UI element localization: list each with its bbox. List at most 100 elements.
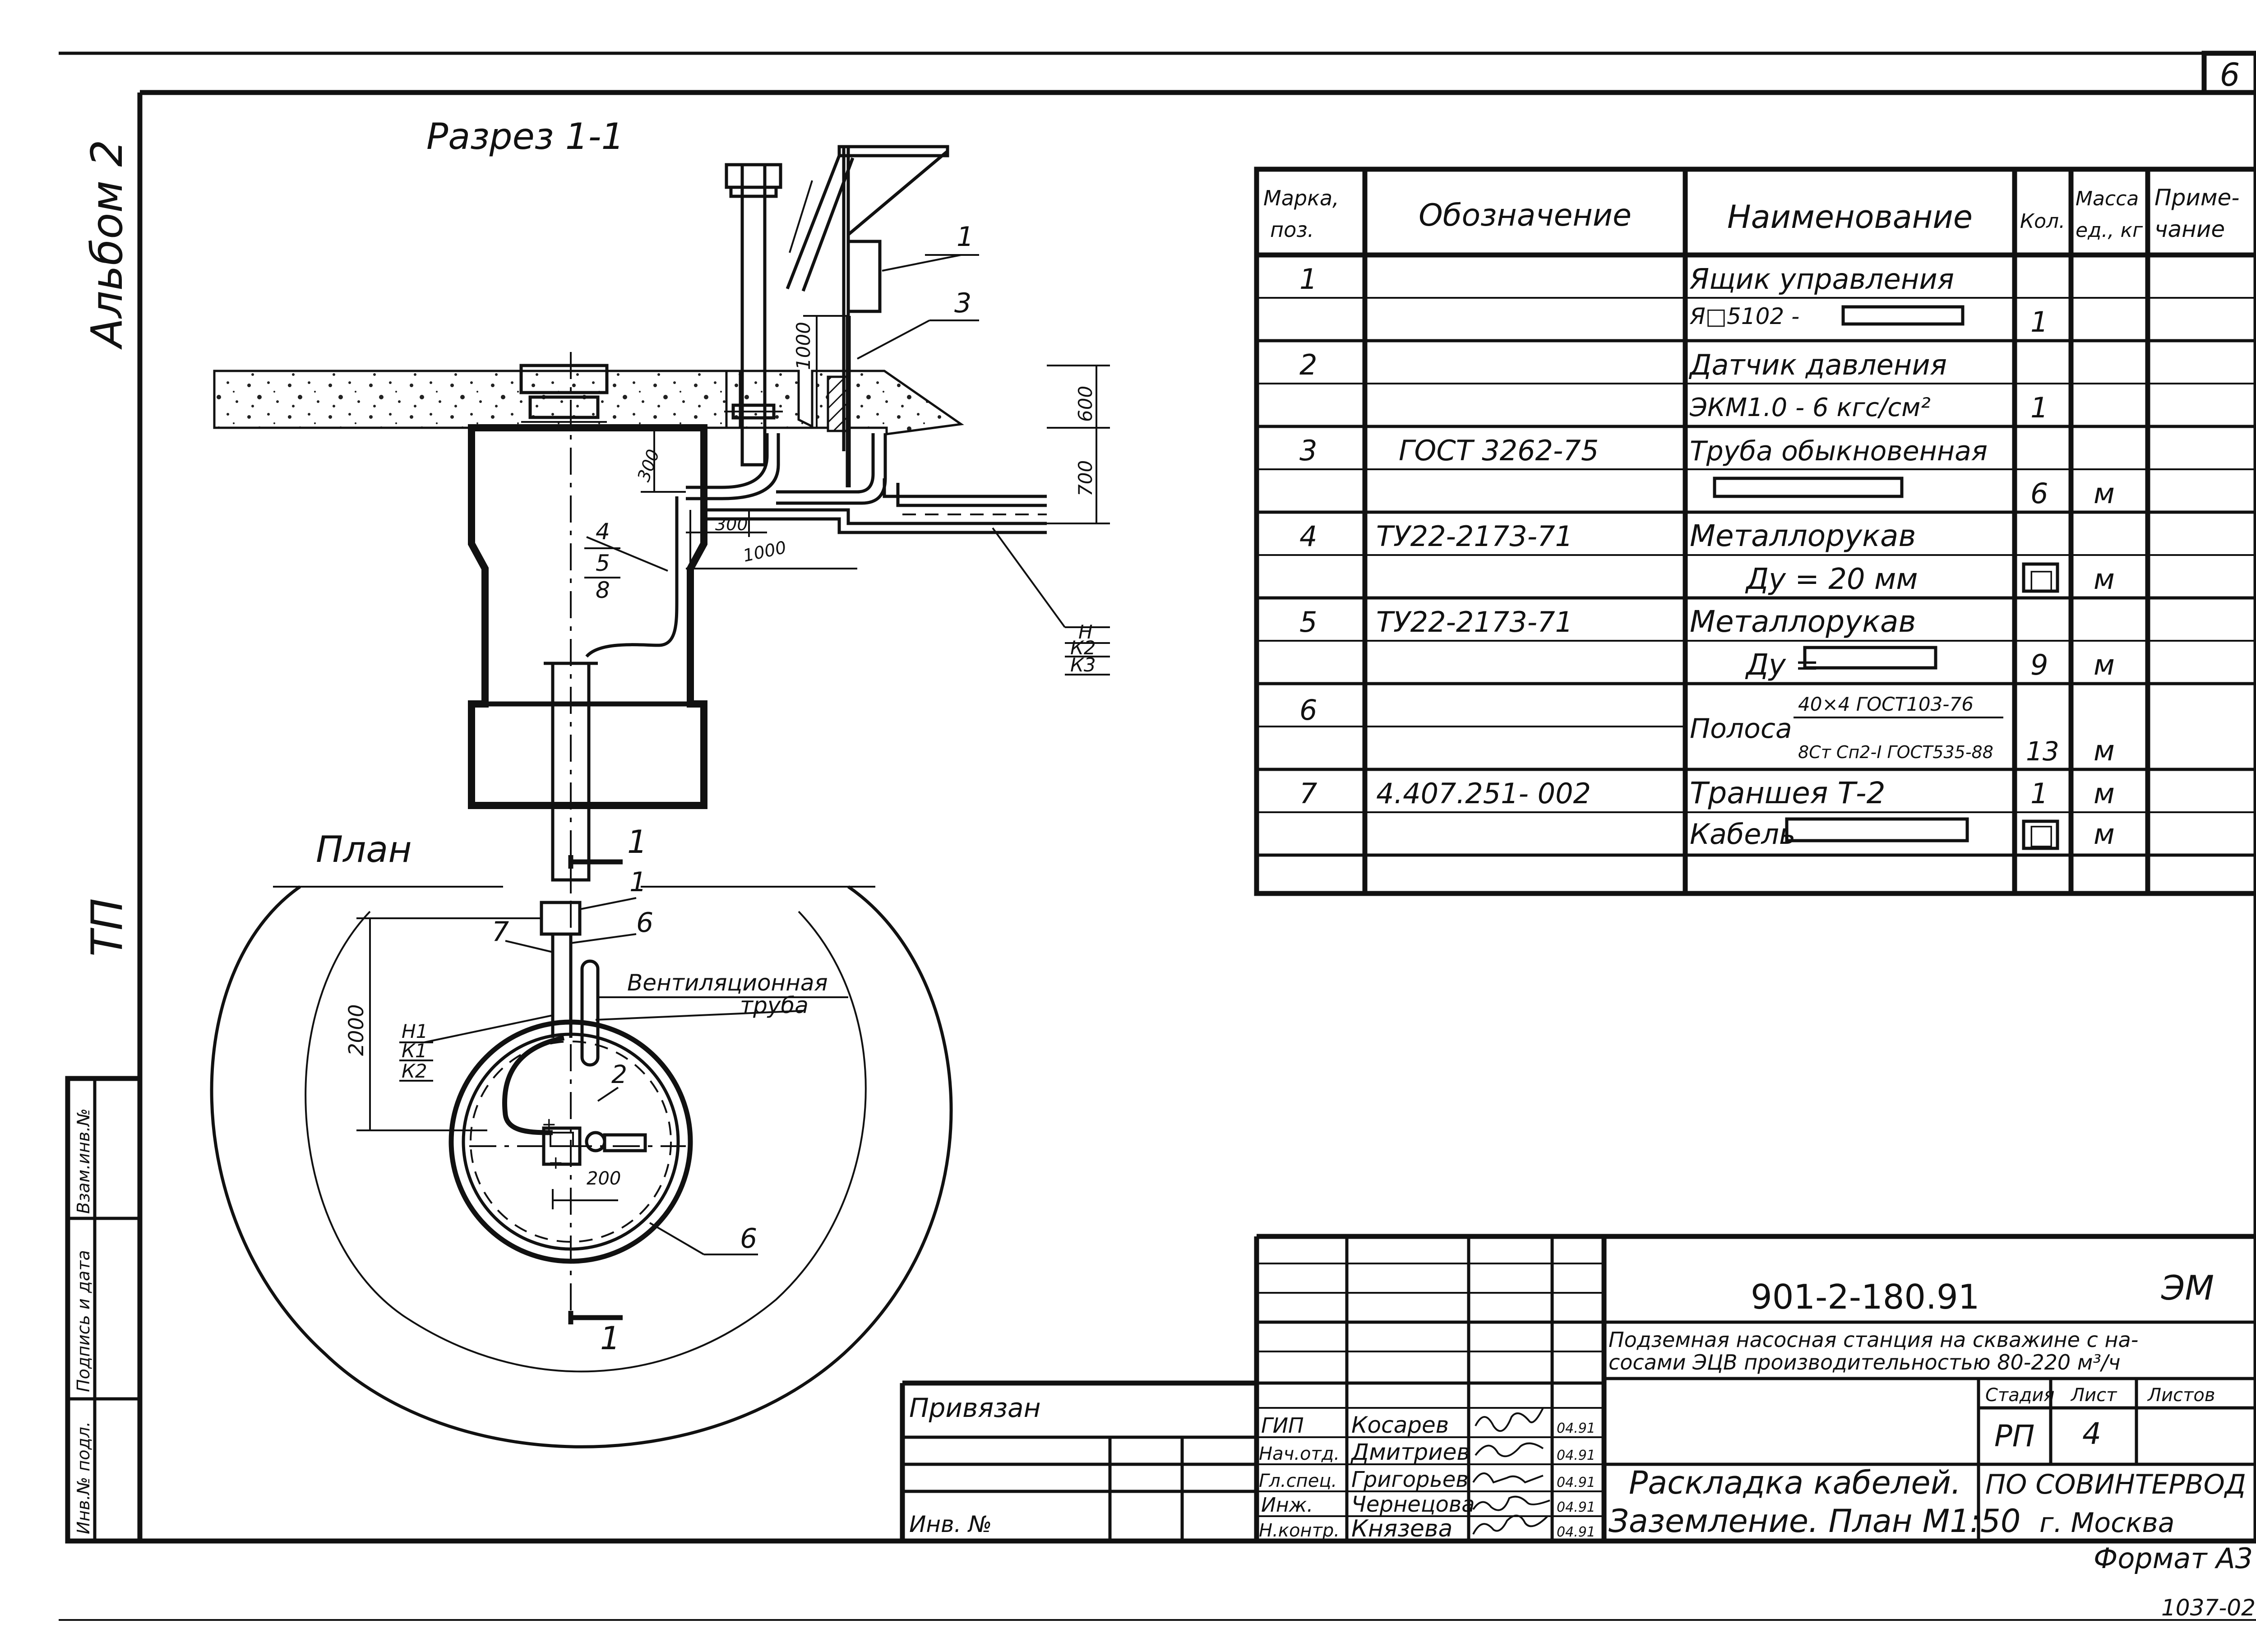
tb-person-name: Григорьев xyxy=(1351,1467,1469,1492)
format-label: Формат А3 xyxy=(2094,1542,2253,1575)
spec-row-mass: м xyxy=(2094,477,2115,510)
signature-scribble xyxy=(1475,1407,1544,1432)
spec-header-mass-1: Масса xyxy=(2076,187,2139,210)
tb-code: 901-2-180.91 xyxy=(1751,1277,1979,1317)
spec-row-mark: 5 xyxy=(1299,606,1317,639)
excavation-inner xyxy=(305,911,867,1373)
plan-pressure-sensor xyxy=(603,1133,647,1152)
spec-row-name-bottom: 8Ст Сп2-I ГОСТ535-88 xyxy=(1798,742,1993,762)
ground-strip-ring xyxy=(470,1041,672,1243)
plan-vent-pipe xyxy=(580,959,600,1067)
flex-cable xyxy=(585,496,679,658)
spec-header-designation: Обозначение xyxy=(1419,198,1632,233)
tb-inv-label: Инв. № xyxy=(909,1511,992,1537)
spec-row-name: Ду = xyxy=(1745,648,1819,682)
tb-person-role: Инж. xyxy=(1261,1494,1313,1517)
spec-row-mark: 6 xyxy=(1299,694,1317,727)
stamp-field-inv-podl: Инв.№ подл. xyxy=(74,1421,93,1534)
dim-1000-horizontal: 1000 xyxy=(741,537,788,566)
spec-row-mark: 7 xyxy=(1299,777,1317,810)
spec-row-name: Кабель xyxy=(1690,818,1796,851)
tb-sheet-header: Лист xyxy=(2070,1385,2117,1406)
plan-drawing xyxy=(210,853,953,1448)
spec-row-name: Металлорукав xyxy=(1690,518,1916,553)
signature-rows: ГИП Косарев 04.91 Нач.отд. Дмитриев 04.9… xyxy=(1259,1407,1595,1542)
section-cable-label-k3: К3 xyxy=(1070,654,1096,676)
tb-stage: РП xyxy=(1994,1419,2034,1453)
spec-row-qty: 9 xyxy=(2030,648,2048,681)
spec-row-mass: м xyxy=(2094,777,2115,810)
pos-fraction-top: 4 xyxy=(596,518,610,545)
tb-org-2: г. Москва xyxy=(2039,1507,2175,1539)
dim-300-vertical: 300 xyxy=(633,447,663,484)
tb-person-date: 04.91 xyxy=(1557,1421,1595,1436)
plan-cable xyxy=(502,1035,565,1135)
plan-cable-label-k2: К2 xyxy=(402,1060,427,1082)
spec-row-name: Металлорукав xyxy=(1690,604,1916,639)
spec-row-name: Ду = 20 мм xyxy=(1745,563,1918,596)
spec-row-qty: 1 xyxy=(2030,777,2048,810)
spec-row-name: Полоса xyxy=(1690,713,1792,745)
excavation-outer xyxy=(210,885,953,1448)
tb-project-line-2: сосами ЭЦВ производительностью 80-220 м³… xyxy=(1609,1350,2121,1374)
plan-cable-label-k1: К1 xyxy=(402,1040,427,1062)
control-box xyxy=(846,240,882,313)
plan-dim-200: 200 xyxy=(587,1168,621,1189)
spec-row-name-top: 40×4 ГОСТ103-76 xyxy=(1798,693,1974,715)
dim-300-horizontal: 300 xyxy=(715,514,748,534)
plan-callout-2: 2 xyxy=(611,1060,627,1089)
signature-scribble xyxy=(1472,1514,1549,1535)
vent-pipe-label-2: труба xyxy=(740,992,809,1018)
spec-row-name: ЭКМ1.0 - 6 кгс/см² xyxy=(1689,393,1931,422)
pos-fraction-mid: 5 xyxy=(596,550,610,576)
tb-sheet: 4 xyxy=(2082,1416,2101,1451)
tb-person-name: Косарев xyxy=(1351,1412,1449,1438)
spec-header-note-2: чание xyxy=(2154,216,2225,242)
tb-section-mark: ЭМ xyxy=(2161,1268,2214,1308)
spec-row-qty: □ xyxy=(2028,818,2055,851)
spec-row-qty: 6 xyxy=(2030,477,2048,510)
plan-callout-7: 7 xyxy=(492,916,509,948)
spec-row-mass: м xyxy=(2094,818,2115,851)
spec-rows: 1 Ящик управления Я□5102 - 1 2 Датчик да… xyxy=(1299,263,2115,851)
tb-person-role: Гл.спец. xyxy=(1259,1471,1337,1491)
tp-label: ТП xyxy=(83,898,132,957)
dim-600: 600 xyxy=(1074,386,1096,422)
tb-person-date: 04.91 xyxy=(1557,1524,1595,1540)
plan-cut-label-top: 1 xyxy=(627,824,647,861)
tb-person-role: Нач.отд. xyxy=(1259,1444,1340,1464)
signature-scribble xyxy=(1472,1495,1550,1511)
spec-row-name: Ящик управления xyxy=(1689,263,1954,296)
tb-person-date: 04.91 xyxy=(1557,1448,1595,1463)
spec-header-mass-2: ед., кг xyxy=(2076,219,2143,242)
plan-control-box xyxy=(540,901,582,936)
spec-table xyxy=(1254,167,2256,896)
stamp-field-sign-date: Подпись и дата xyxy=(74,1250,93,1392)
tb-bound-label: Привязан xyxy=(909,1393,1041,1423)
dim-1000-vertical: 1000 xyxy=(792,322,814,370)
sheet-frame xyxy=(59,51,2256,1621)
chamber-outline xyxy=(468,424,707,809)
section-drawing xyxy=(213,145,1110,893)
spec-header-name: Наименование xyxy=(1727,199,1973,236)
spec-row-name: Я□5102 - xyxy=(1689,303,1799,329)
spec-header-note-1: Приме- xyxy=(2154,185,2239,211)
spec-row-qty: □ xyxy=(2028,563,2055,596)
spec-header-mark-2: поз. xyxy=(1270,217,1314,242)
tb-org-1: ПО СОВИНТЕРВОД xyxy=(1985,1469,2246,1500)
sheet-number: 6 xyxy=(2220,56,2240,93)
plan-pump-base xyxy=(542,1126,582,1166)
tb-drawing-title-1: Раскладка кабелей. xyxy=(1629,1464,1961,1501)
spec-header-qty: Кол. xyxy=(2020,210,2065,233)
section-callout-3: 3 xyxy=(954,287,971,319)
section-cable-label-k2: К2 xyxy=(1070,637,1096,659)
vent-pipe-label-1: Вентиляционная xyxy=(627,970,828,996)
section-cable-label-h: Н xyxy=(1078,621,1093,643)
signature-scribble xyxy=(1475,1442,1544,1458)
pos-fraction-bot: 8 xyxy=(596,577,610,603)
spec-row-qty: 13 xyxy=(2026,736,2059,767)
tb-person-date: 04.91 xyxy=(1557,1475,1595,1490)
tb-person-name: Дмитриев xyxy=(1350,1439,1470,1465)
left-stamp xyxy=(65,1076,143,1544)
